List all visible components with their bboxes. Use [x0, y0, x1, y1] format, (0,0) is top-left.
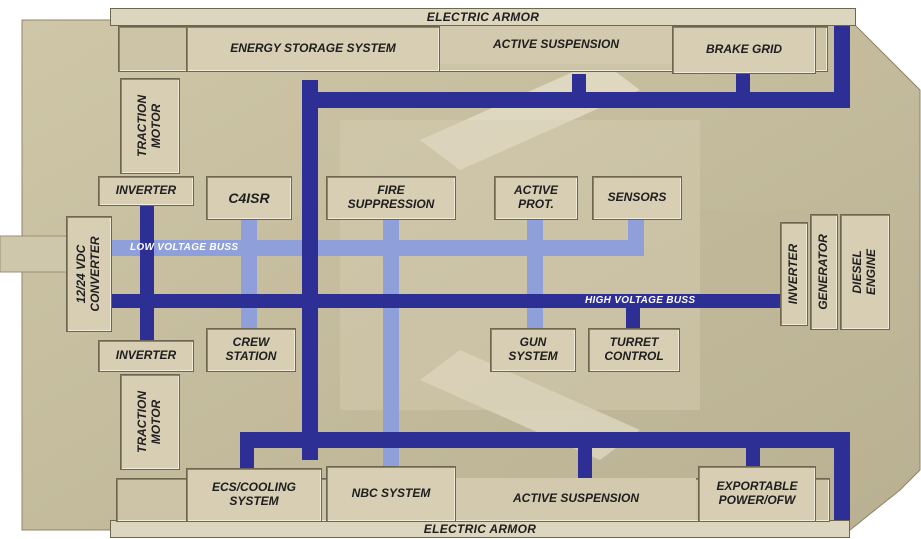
active-suspension-bottom: ACTIVE SUSPENSION	[456, 478, 696, 520]
traction-motor-bottom: TRACTION MOTOR	[120, 374, 180, 470]
generator: GENERATOR	[810, 214, 838, 330]
inverter-right: INVERTER	[780, 222, 808, 326]
high-voltage-bus-to-turret	[626, 306, 640, 330]
high-voltage-bus-main	[112, 294, 782, 308]
high-voltage-bus-to-brake	[736, 74, 750, 104]
high-voltage-bus-bottom-run	[240, 432, 850, 448]
active-suspension-top-label: ACTIVE SUSPENSION	[492, 37, 620, 52]
crew-station: CREW STATION	[206, 328, 296, 372]
energy-storage-label: ENERGY STORAGE SYSTEM	[230, 41, 396, 56]
electric-armor-bottom-label: ELECTRIC ARMOR	[423, 522, 537, 536]
low-voltage-bus-to-nbc	[383, 218, 399, 468]
electric-armor-top-label: ELECTRIC ARMOR	[426, 10, 540, 24]
turret-control-label: TURRET CONTROL	[604, 335, 664, 363]
sensors-label: SENSORS	[607, 190, 667, 205]
high-voltage-bus-right-top	[834, 24, 850, 108]
traction-motor-top: TRACTION MOTOR	[120, 78, 180, 174]
converter-12-24vdc: 12/24 VDC CONVERTER	[66, 216, 112, 332]
inverter-bottom: INVERTER	[98, 340, 194, 372]
high-voltage-bus-inverter-link	[140, 205, 154, 350]
inverter-right-label: INVERTER	[786, 243, 801, 305]
traction-motor-bottom-label: TRACTION MOTOR	[135, 391, 163, 453]
high-voltage-bus-label: HIGH VOLTAGE BUSS	[585, 295, 696, 306]
converter-label: 12/24 VDC CONVERTER	[74, 236, 102, 312]
active-prot-label: ACTIVE PROT.	[513, 183, 558, 211]
low-voltage-bus-to-c4isr	[241, 220, 257, 332]
c4isr-label: C4ISR	[228, 189, 270, 206]
generator-label: GENERATOR	[816, 234, 831, 310]
gun-system: GUN SYSTEM	[490, 328, 576, 372]
fire-suppression-label: FIRE SUPPRESSION	[347, 183, 435, 211]
low-voltage-bus-to-gun	[527, 218, 543, 333]
electric-armor-bottom: ELECTRIC ARMOR	[110, 520, 850, 538]
nbc-system-label: NBC SYSTEM	[351, 486, 431, 501]
turret-control: TURRET CONTROL	[588, 328, 680, 372]
high-voltage-bus-vertical-left	[302, 80, 318, 460]
electric-armor-top: ELECTRIC ARMOR	[110, 8, 856, 26]
ecs-cooling-label: ECS/COOLING SYSTEM	[211, 480, 296, 508]
low-voltage-bus-to-sensors	[628, 220, 644, 256]
traction-motor-top-label: TRACTION MOTOR	[135, 95, 163, 157]
exportable-power: EXPORTABLE POWER/OFW	[698, 466, 816, 522]
nbc-system: NBC SYSTEM	[326, 466, 456, 522]
low-voltage-bus-label: LOW VOLTAGE BUSS	[130, 242, 239, 253]
inverter-bottom-label: INVERTER	[115, 348, 177, 363]
active-suspension-top: ACTIVE SUSPENSION	[440, 26, 672, 64]
brake-grid: BRAKE GRID	[672, 26, 816, 74]
brake-grid-label: BRAKE GRID	[705, 42, 782, 57]
exportable-power-label: EXPORTABLE POWER/OFW	[716, 479, 798, 507]
active-protection: ACTIVE PROT.	[494, 176, 578, 220]
inverter-top-label: INVERTER	[115, 183, 177, 198]
c4isr: C4ISR	[206, 176, 292, 220]
ecs-cooling-system: ECS/COOLING SYSTEM	[186, 468, 322, 522]
high-voltage-bus-to-active-susp	[572, 74, 586, 104]
diesel-engine-label: DIESEL ENGINE	[850, 248, 878, 296]
sensors: SENSORS	[592, 176, 682, 220]
active-suspension-bottom-label: ACTIVE SUSPENSION	[512, 491, 640, 506]
gun-system-label: GUN SYSTEM	[508, 335, 558, 363]
high-voltage-bus-to-exportable	[746, 440, 760, 468]
high-voltage-bus-to-active-susp-bottom	[578, 440, 592, 478]
energy-storage-system: ENERGY STORAGE SYSTEM	[186, 26, 440, 72]
crew-station-label: CREW STATION	[225, 335, 277, 363]
high-voltage-bus-right-bottom	[834, 432, 850, 522]
diesel-engine: DIESEL ENGINE	[840, 214, 890, 330]
high-voltage-bus-bottom-left-drop	[240, 432, 254, 472]
fire-suppression: FIRE SUPPRESSION	[326, 176, 456, 220]
inverter-top: INVERTER	[98, 176, 194, 206]
